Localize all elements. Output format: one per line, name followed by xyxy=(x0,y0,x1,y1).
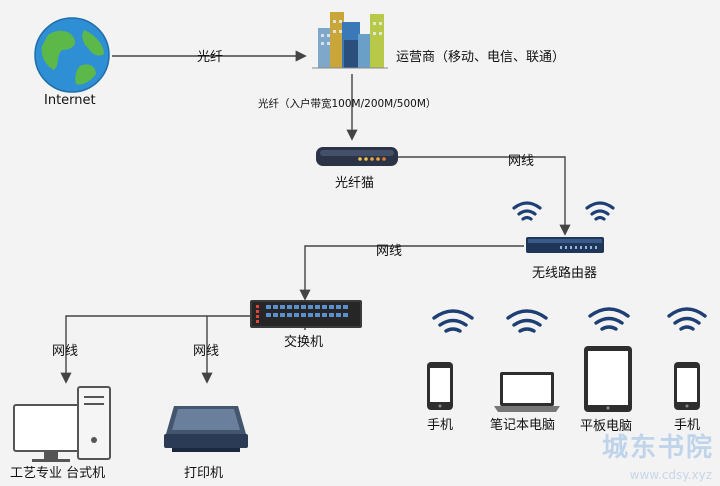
node-label-modem: 光纤猫 xyxy=(335,176,375,191)
watermark-text: 城东书院 xyxy=(601,433,714,463)
node-label-internet: Internet xyxy=(44,93,96,108)
node-label-phone2: 手机 xyxy=(674,418,701,433)
wifi-signals xyxy=(432,201,707,333)
wifi-icon-phone2 xyxy=(667,307,707,331)
edge-router-switch xyxy=(299,245,524,301)
wifi-icon-laptop xyxy=(506,309,548,333)
globe-icon xyxy=(34,17,110,93)
laptop-icon xyxy=(494,372,560,412)
isp-buildings-icon xyxy=(312,12,388,69)
phone-icon-2 xyxy=(674,362,700,410)
printer-icon xyxy=(164,406,248,452)
phone-icon-1 xyxy=(427,362,453,410)
node-label-phone1: 手机 xyxy=(427,418,454,433)
modem-icon xyxy=(316,147,398,166)
switch-icon xyxy=(250,300,362,328)
node-label-printer: 打印机 xyxy=(184,466,224,481)
router-icon xyxy=(526,237,604,253)
tablet-icon xyxy=(584,346,632,412)
node-label-router: 无线路由器 xyxy=(532,266,598,281)
node-label-isp: 运营商（移动、电信、联通） xyxy=(396,50,566,65)
node-label-laptop: 笔记本电脑 xyxy=(490,418,556,433)
edge-label-router-switch: 网线 xyxy=(376,244,403,259)
node-label-tablet: 平板电脑 xyxy=(580,419,633,434)
node-label-switch: 交换机 xyxy=(284,335,324,350)
edge-label-isp-modem: 光纤（入户带宽100M/200M/500M） xyxy=(258,98,437,110)
edge-label-switch-desktop: 网线 xyxy=(52,344,79,359)
wifi-icon-router-right xyxy=(585,201,615,221)
edge-label-modem-router: 网线 xyxy=(508,154,535,169)
edge-label-internet-isp: 光纤 xyxy=(197,50,224,65)
wifi-icon-phone1 xyxy=(432,309,474,333)
edge-label-switch-printer: 网线 xyxy=(193,344,220,359)
desktop-computer-icon xyxy=(13,386,111,462)
wifi-icon-tablet xyxy=(588,307,630,331)
wifi-icon-router-left xyxy=(512,201,542,221)
watermark-url: www.cdsy.xyz xyxy=(629,468,712,482)
edge-modem-router xyxy=(398,156,571,236)
node-label-desktop: 工艺专业 台式机 xyxy=(10,466,106,481)
